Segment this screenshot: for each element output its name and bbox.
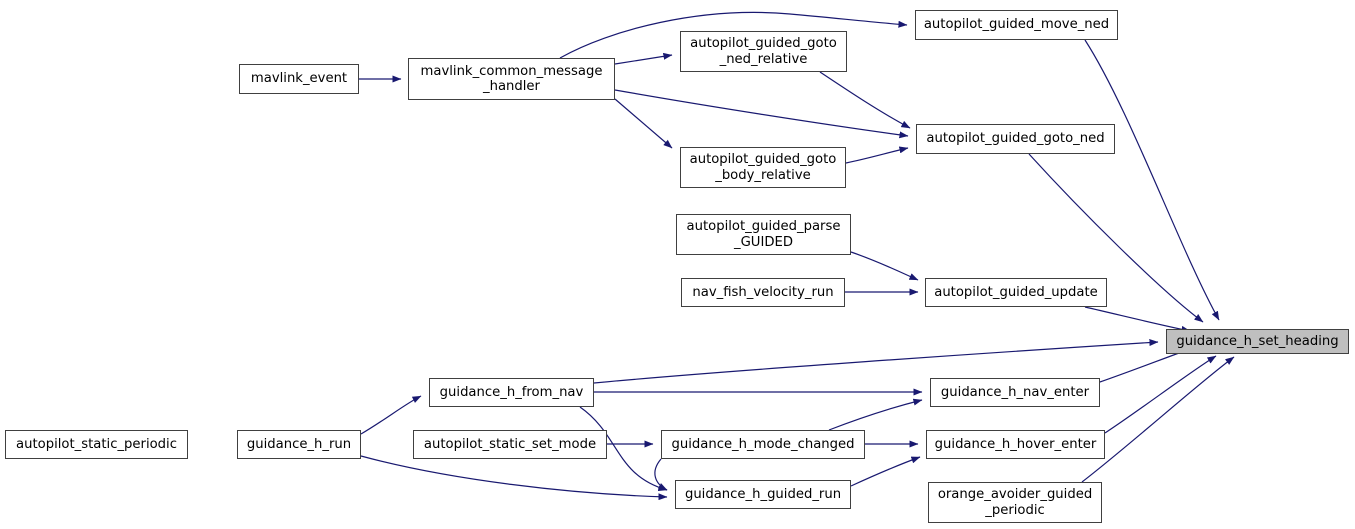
graph-node-nav_fish_velocity_run[interactable]: nav_fish_velocity_run [681,278,845,307]
graph-node-guidance_h_mode_changed[interactable]: guidance_h_mode_changed [661,430,865,459]
edge-guidance_h_mode_changed-to-guidance_h_guided_run [654,458,668,491]
graph-node-guidance_h_from_nav[interactable]: guidance_h_from_nav [429,378,594,407]
edge-autopilot_guided_goto_body_relative-to-autopilot_guided_goto_ned [845,146,909,164]
edge-guidance_h_guided_run-to-guidance_h_hover_enter [850,456,921,487]
graph-node-autopilot_static_set_mode[interactable]: autopilot_static_set_mode [413,430,607,459]
graph-node-orange_avoider_guided_periodic[interactable]: orange_avoider_guided _periodic [928,482,1102,523]
edge-orange_avoider_guided_periodic-to-guidance_h_set_heading [1081,356,1235,483]
edge-mavlink_common_message_handler-to-autopilot_guided_goto_body_relative [614,98,673,149]
edge-guidance_h_hover_enter-to-guidance_h_set_heading [1104,355,1217,434]
graph-node-guidance_h_guided_run[interactable]: guidance_h_guided_run [675,480,851,509]
edge-autopilot_guided_parse_GUIDED-to-autopilot_guided_update [850,251,919,281]
edge-guidance_h_mode_changed-to-guidance_h_nav_enter [828,398,923,431]
edge-autopilot_guided_update-to-guidance_h_set_heading [1084,306,1191,333]
graph-node-guidance_h_hover_enter[interactable]: guidance_h_hover_enter [926,430,1105,459]
edge-mavlink_common_message_handler-to-autopilot_guided_goto_ned_relative [614,52,673,65]
edge-guidance_h_run-to-guidance_h_guided_run [360,455,668,501]
edge-autopilot_guided_goto_ned_relative-to-autopilot_guided_goto_ned [819,71,911,129]
graph-node-autopilot_guided_update[interactable]: autopilot_guided_update [925,278,1107,307]
graph-node-mavlink_event[interactable]: mavlink_event [239,64,359,94]
graph-node-autopilot_guided_goto_body_relative[interactable]: autopilot_guided_goto _body_relative [680,147,846,188]
edge-guidance_h_run-to-guidance_h_from_nav [360,395,422,435]
graph-node-autopilot_guided_parse_GUIDED[interactable]: autopilot_guided_parse _GUIDED [676,214,851,255]
graph-node-autopilot_static_periodic[interactable]: autopilot_static_periodic [5,430,188,459]
graph-node-autopilot_guided_goto_ned[interactable]: autopilot_guided_goto_ned [916,124,1115,154]
graph-node-guidance_h_nav_enter[interactable]: guidance_h_nav_enter [930,378,1100,407]
graph-node-autopilot_guided_move_ned[interactable]: autopilot_guided_move_ned [915,10,1118,40]
graph-node-autopilot_guided_goto_ned_relative[interactable]: autopilot_guided_goto _ned_relative [680,31,847,72]
edge-mavlink_common_message_handler-to-autopilot_guided_goto_ned [614,89,909,139]
edge-guidance_h_from_nav-to-guidance_h_set_heading [593,339,1159,384]
graph-node-mavlink_common_message_handler[interactable]: mavlink_common_message _handler [408,58,615,100]
graph-node-guidance_h_run[interactable]: guidance_h_run [237,430,361,459]
graph-node-guidance_h_set_heading[interactable]: guidance_h_set_heading [1166,329,1349,354]
